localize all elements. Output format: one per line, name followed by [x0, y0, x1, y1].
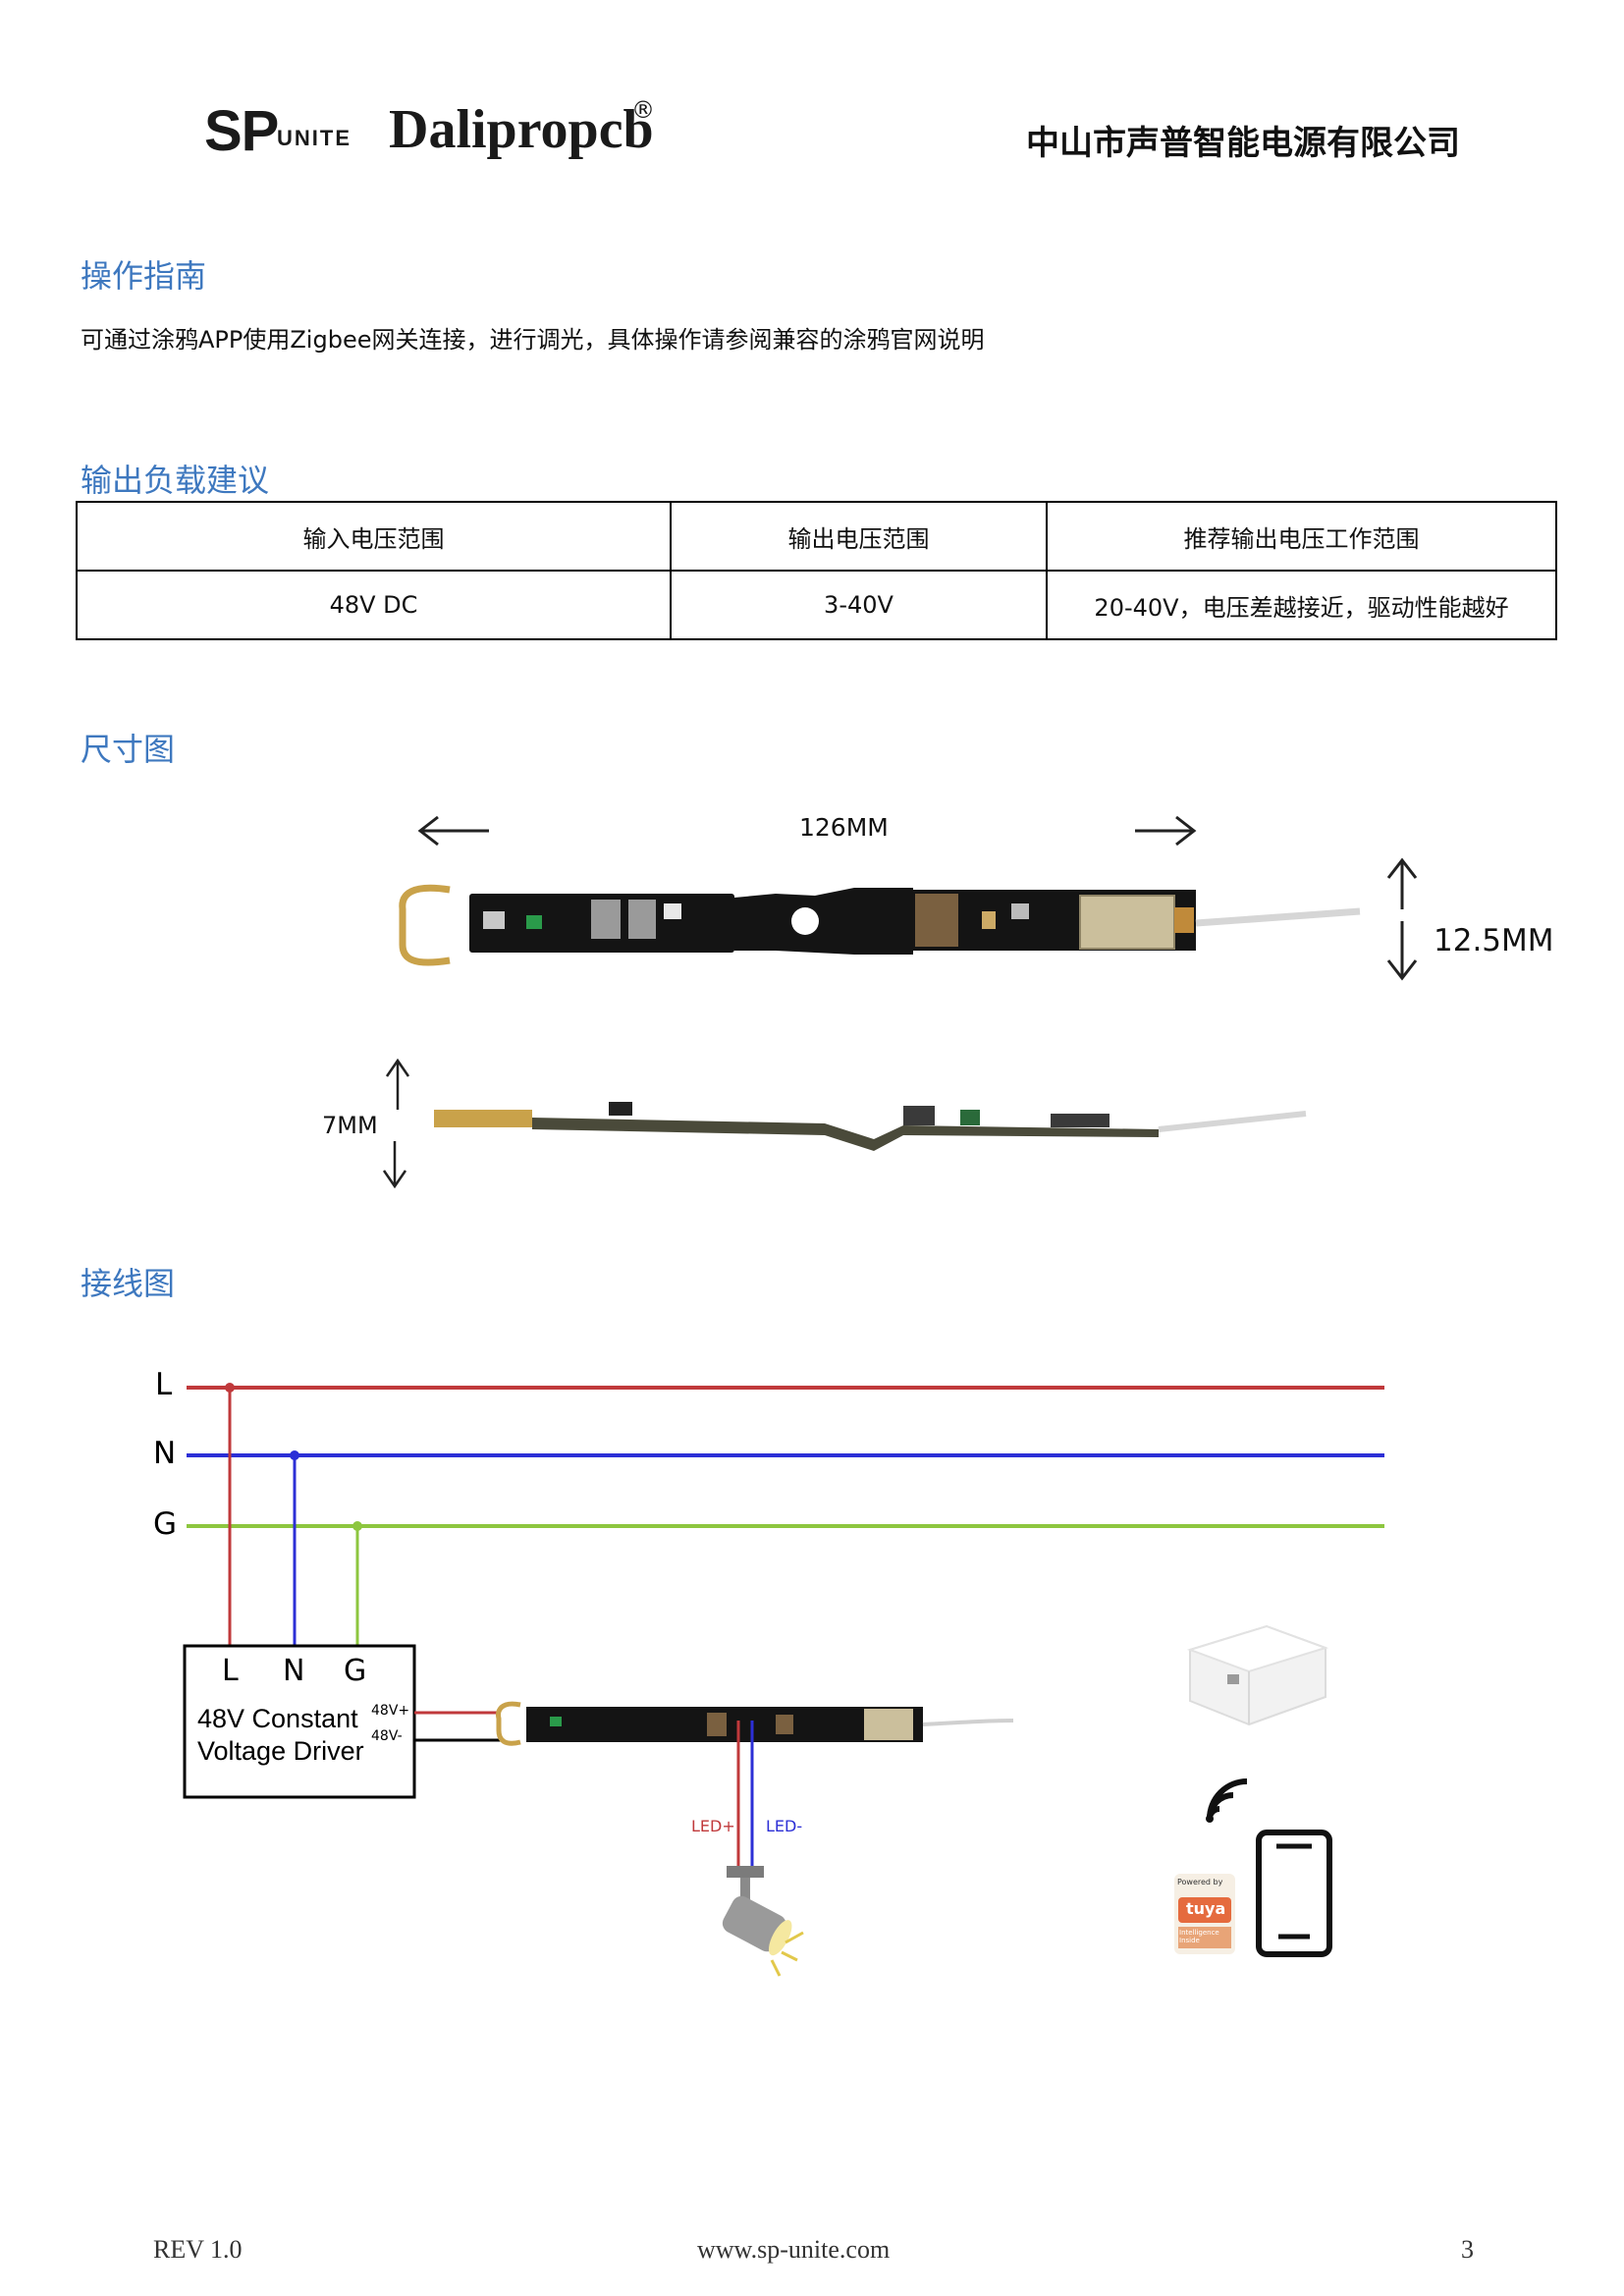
- pcb-wiring-view: [496, 1701, 1014, 1746]
- company-name: 中山市声普智能电源有限公司: [1026, 124, 1460, 163]
- logo-dalipropcb: Dalipropcb: [389, 99, 654, 160]
- width-down-arrow: [1386, 921, 1418, 981]
- length-right-arrow: [1135, 815, 1197, 847]
- tuya-logo-text: tuya: [1186, 1899, 1226, 1918]
- table-header-cell: 输出电压范围: [670, 501, 1048, 572]
- registered-mark: ®: [631, 96, 655, 124]
- mains-label-l: L: [155, 1367, 173, 1402]
- table-header-row: 输入电压范围 输出电压范围 推荐输出电压工作范围: [76, 501, 1557, 572]
- section-title-load: 输出负载建议: [81, 462, 270, 499]
- table-header-cell: 推荐输出电压工作范围: [1046, 501, 1557, 572]
- pcb-side-view: [434, 1102, 1307, 1151]
- driver-output-neg: 48V-: [371, 1728, 403, 1744]
- section-title-wiring: 接线图: [81, 1265, 176, 1302]
- height-down-arrow: [382, 1141, 407, 1189]
- driver-output-pos: 48V+: [371, 1703, 410, 1719]
- tuya-badge: [1174, 1874, 1235, 1954]
- dimension-height: 7MM: [322, 1112, 378, 1139]
- driver-label-line2: Voltage Driver: [197, 1736, 364, 1766]
- wifi-signal-icon: [1206, 1778, 1248, 1823]
- section-title-guide: 操作指南: [81, 257, 207, 295]
- footer-revision: REV 1.0: [153, 2235, 243, 2264]
- dimension-drawing: [382, 815, 1418, 1189]
- tuya-inside-text: Intelligence Inside: [1179, 1929, 1219, 1944]
- dimension-length: 126MM: [799, 813, 889, 842]
- dimension-width: 12.5MM: [1434, 923, 1554, 958]
- mains-label-g: G: [153, 1506, 178, 1542]
- smartphone-icon: [1256, 1830, 1332, 1957]
- table-cell: 20-40V，电压差越接近，驱动性能越好: [1046, 570, 1557, 640]
- table-cell: 48V DC: [76, 570, 672, 640]
- wiring-diagram: [183, 1383, 1384, 1977]
- footer-website: www.sp-unite.com: [697, 2235, 891, 2264]
- load-table: 输入电压范围 输出电压范围 推荐输出电压工作范围 48V DC 3-40V 20…: [76, 501, 1557, 640]
- width-up-arrow: [1386, 857, 1418, 909]
- height-up-arrow: [385, 1058, 410, 1110]
- driver-terminal-g: G: [344, 1654, 367, 1688]
- led-negative-label: LED-: [766, 1817, 803, 1835]
- driver-box: [183, 1644, 416, 1799]
- length-left-arrow: [417, 815, 489, 847]
- pcb-top-view: [399, 884, 1361, 966]
- logo-unite: UNITE: [277, 126, 352, 150]
- table-cell: 3-40V: [670, 570, 1048, 640]
- table-row: 48V DC 3-40V 20-40V，电压差越接近，驱动性能越好: [76, 570, 1557, 640]
- mains-label-n: N: [153, 1436, 177, 1471]
- zigbee-gateway-icon: [1186, 1624, 1329, 1726]
- guide-text: 可通过涂鸦APP使用Zigbee网关连接，进行调光，具体操作请参阅兼容的涂鸦官网…: [81, 326, 985, 354]
- spotlight-icon: [722, 1866, 804, 1977]
- tuya-powered-by: Powered by: [1177, 1878, 1223, 1886]
- driver-terminal-l: L: [222, 1654, 239, 1688]
- logo-sp: SP: [204, 99, 279, 163]
- table-header-cell: 输入电压范围: [76, 501, 672, 572]
- section-title-dimensions: 尺寸图: [81, 731, 176, 768]
- driver-terminal-n: N: [283, 1654, 305, 1688]
- led-positive-label: LED+: [691, 1817, 735, 1835]
- driver-label-line1: 48V Constant: [197, 1704, 358, 1733]
- footer-page-number: 3: [1461, 2235, 1474, 2264]
